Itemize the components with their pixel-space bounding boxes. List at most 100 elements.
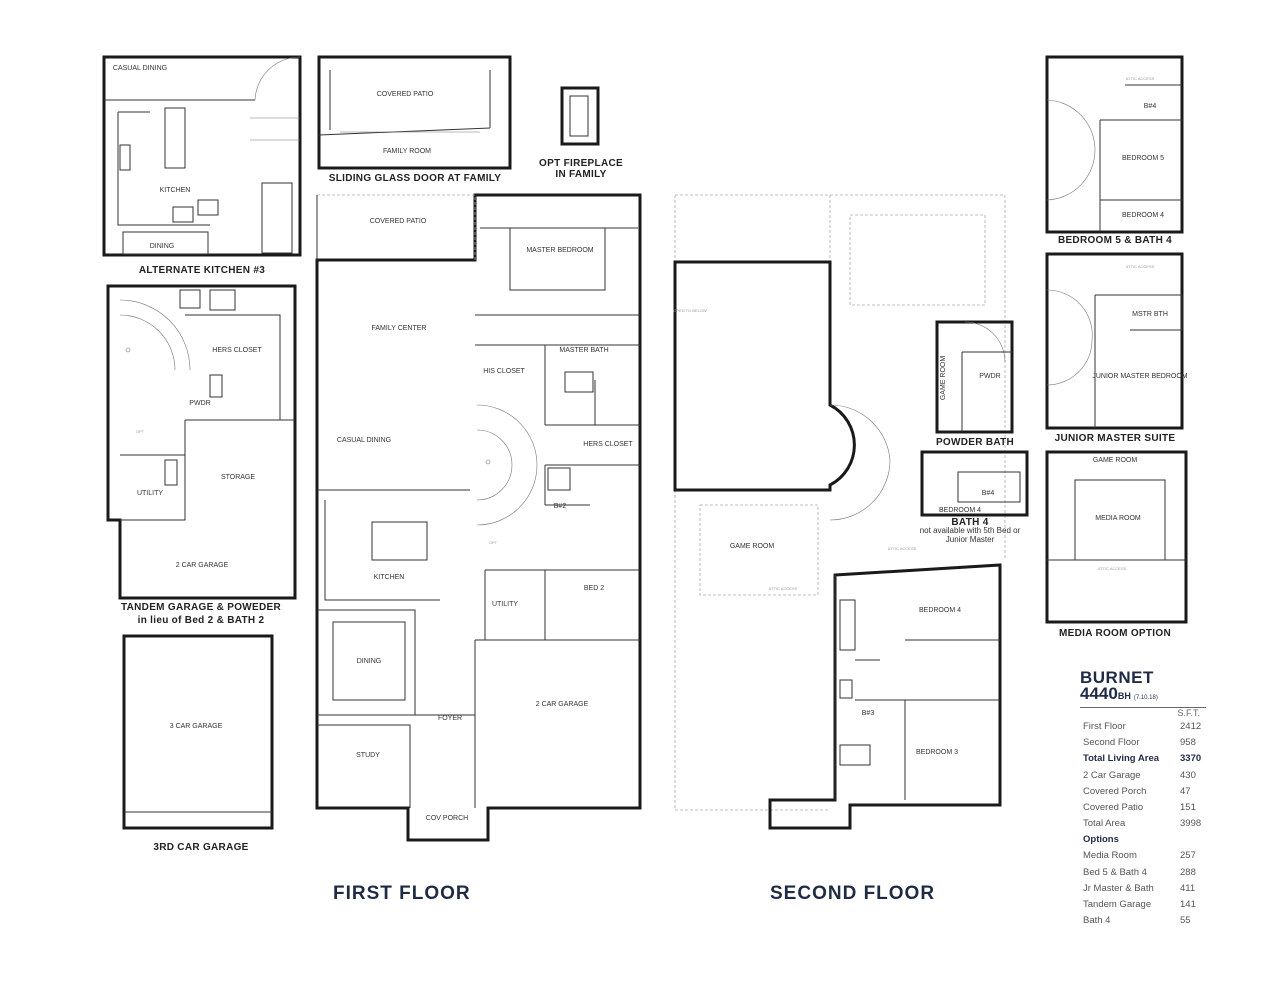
fireplace-inset: OPT FIREPLACE IN FAMILY xyxy=(539,86,623,180)
fireplace-caption-2: IN FAMILY xyxy=(555,169,606,180)
area-table: BURNET 4440BH(7.10.18) S.F.T. First Floo… xyxy=(1080,668,1210,929)
area-row: First Floor 2412 xyxy=(1080,719,1210,735)
third-garage-inset: 3 CAR GARAGE 3RD CAR GARAGE xyxy=(122,634,274,853)
bath4-bedroom4-label: BEDROOM 4 xyxy=(939,507,981,514)
area-row: 2 Car Garage 430 xyxy=(1080,768,1210,784)
bedroom3-label: BEDROOM 3 xyxy=(916,749,958,756)
hers-closet-label: HERS CLOSET xyxy=(583,441,633,448)
slide-patio-label: COVERED PATIO xyxy=(377,91,434,98)
jm-attic-label: ATTIC ACCESS xyxy=(1126,264,1155,269)
powder-bath-inset: GAME ROOM PWDR POWDER BATH xyxy=(935,320,1014,448)
area-value: 3370 xyxy=(1180,753,1202,765)
alt-kitchen-label: KITCHEN xyxy=(160,187,191,194)
area-value: 2412 xyxy=(1180,721,1202,732)
plan-suffix: BH xyxy=(1117,691,1131,701)
tandem-garage-inset: HERS CLOSET PWDR OPT UTILITY STORAGE 2 C… xyxy=(106,284,297,626)
area-label: Second Floor xyxy=(1083,737,1140,749)
b2-label: B#2 xyxy=(554,503,567,510)
area-value: 430 xyxy=(1180,769,1196,781)
area-value: 958 xyxy=(1180,737,1196,749)
bed2-label: BED 2 xyxy=(584,585,604,592)
plan-name: BURNET xyxy=(1080,668,1154,687)
area-label: Bath 4 xyxy=(1083,915,1111,927)
tandem-caption-1: TANDEM GARAGE & POWEDER xyxy=(121,602,282,613)
area-label: Bed 5 & Bath 4 xyxy=(1083,866,1147,878)
second-floor-plan: OPEN TO BELOW GAME ROOM ATTIC ACCESS ATT… xyxy=(673,194,1006,830)
area-row: Second Floor 958 xyxy=(1080,735,1210,751)
alternate-kitchen-caption: ALTERNATE KITCHEN #3 xyxy=(139,265,265,276)
tandem-caption-2: in lieu of Bed 2 & BATH 2 xyxy=(138,615,265,626)
alternate-kitchen-inset: CASUAL DINING KITCHEN DINING ALTERNATE K… xyxy=(102,55,302,276)
bath4-note-2: Junior Master xyxy=(946,535,995,544)
foyer-label: FOYER xyxy=(438,715,462,722)
media-room-label: MEDIA ROOM xyxy=(1095,515,1141,522)
third-car-caption: 3RD CAR GARAGE xyxy=(153,842,248,853)
bath4-inset: BEDROOM 4 B#4 BATH 4 not available with … xyxy=(920,450,1029,544)
tandem-storage-label: STORAGE xyxy=(221,474,255,481)
area-label: Tandem Garage xyxy=(1083,899,1152,911)
area-value: 141 xyxy=(1180,899,1196,911)
media-room-caption: MEDIA ROOM OPTION xyxy=(1059,628,1171,639)
utility-label: UTILITY xyxy=(492,601,518,608)
area-value: 151 xyxy=(1180,802,1196,814)
area-row: Bath 4 55 xyxy=(1080,913,1210,929)
tandem-hers-closet-label: HERS CLOSET xyxy=(212,347,262,354)
area-label: Covered Patio xyxy=(1083,802,1144,814)
tandem-garage-label: 2 CAR GARAGE xyxy=(176,562,229,569)
bath4-caption: BATH 4 xyxy=(951,517,988,528)
third-garage-label: 3 CAR GARAGE xyxy=(170,723,223,730)
bed5-bath4-caption: BEDROOM 5 & BATH 4 xyxy=(1058,235,1172,246)
area-value: 55 xyxy=(1180,915,1191,927)
area-label: Total Living Area xyxy=(1083,753,1160,765)
area-value: 3998 xyxy=(1180,818,1202,830)
jm-mstr-bth-label: MSTR BTH xyxy=(1132,311,1168,318)
pb-game-room-label: GAME ROOM xyxy=(940,356,947,401)
junior-master-inset: ATTIC ACCESS MSTR BTH JUNIOR MASTER BEDR… xyxy=(1045,252,1188,444)
area-label: First Floor xyxy=(1083,721,1126,732)
study-label: STUDY xyxy=(356,752,380,759)
area-label: Total Area xyxy=(1083,818,1126,830)
area-value: 47 xyxy=(1180,785,1191,797)
garage-2car-label: 2 CAR GARAGE xyxy=(536,701,589,708)
area-row: Covered Porch 47 xyxy=(1080,784,1210,800)
area-label: Covered Porch xyxy=(1083,785,1147,797)
area-label: 2 Car Garage xyxy=(1083,769,1141,781)
area-row: Tandem Garage 141 xyxy=(1080,897,1210,913)
opt-label: OPT xyxy=(489,540,498,545)
tandem-opt-label: OPT xyxy=(136,429,145,434)
open-to-below-label: OPEN TO BELOW xyxy=(673,308,707,313)
bath4-note-1: not available with 5th Bed or xyxy=(920,526,1021,535)
alt-dining-label: DINING xyxy=(150,243,175,250)
bed5-attic-label: ATTIC ACCESS xyxy=(1126,76,1155,81)
tandem-utility-label: UTILITY xyxy=(137,490,163,497)
powder-bath-caption: POWDER BATH xyxy=(936,437,1014,448)
bedroom5-bath4-inset: ATTIC ACCESS B#4 BEDROOM 5 BEDROOM 4 BED… xyxy=(1045,55,1184,246)
area-row: Total Living Area 3370 xyxy=(1080,751,1210,767)
plan-number: 4440 xyxy=(1080,684,1118,703)
tandem-pwdr-label: PWDR xyxy=(189,400,210,407)
dining-label: DINING xyxy=(357,658,382,665)
covered-patio-label: COVERED PATIO xyxy=(370,218,427,225)
sliding-glass-inset: COVERED PATIO FAMILY ROOM SLIDING GLASS … xyxy=(317,55,512,184)
area-row: Covered Patio 151 xyxy=(1080,800,1210,816)
attic-access-label-2: ATTIC ACCESS xyxy=(769,586,798,591)
second-floor-title: SECOND FLOOR xyxy=(770,883,936,904)
game-room-label: GAME ROOM xyxy=(730,543,775,550)
unit-label: S.F.T. xyxy=(1177,708,1200,718)
first-floor-plan: COVERED PATIO MASTER BEDROOM FAMILY CENT… xyxy=(315,193,642,842)
bed5-bedroom4-label: BEDROOM 4 xyxy=(1122,212,1164,219)
media-room-inset: GAME ROOM MEDIA ROOM ATTIC ACCESS MEDIA … xyxy=(1045,450,1188,639)
area-row: Total Area 3998 xyxy=(1080,816,1210,832)
master-bedroom-label: MASTER BEDROOM xyxy=(526,247,593,254)
jm-bedroom-label: JUNIOR MASTER BEDROOM xyxy=(1092,373,1187,380)
bed5-bedroom5-label: BEDROOM 5 xyxy=(1122,155,1164,162)
divider xyxy=(1080,707,1206,708)
cov-porch-label: COV PORCH xyxy=(426,815,468,822)
pb-pwdr-label: PWDR xyxy=(979,373,1000,380)
junior-master-caption: JUNIOR MASTER SUITE xyxy=(1055,433,1176,444)
